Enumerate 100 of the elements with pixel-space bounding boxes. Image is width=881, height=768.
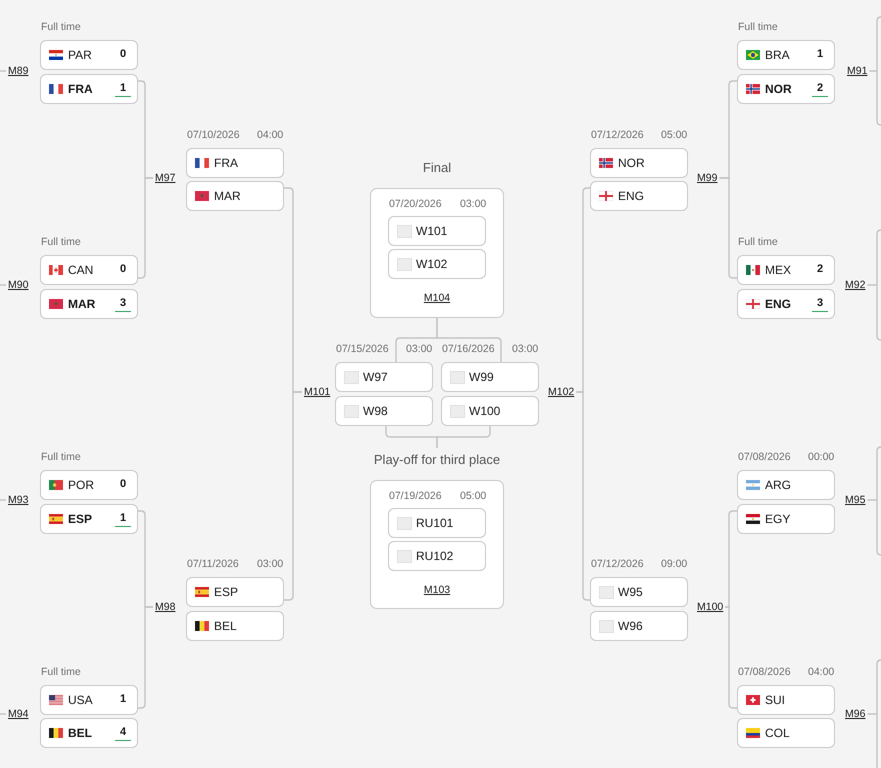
team-slot [186,181,284,211]
team-code: BEL [214,619,237,633]
team-slot [40,718,138,748]
team-slot [40,74,138,104]
team-code: POR [68,478,94,492]
match-link: M102 [546,385,576,399]
team-code: W101 [416,224,448,238]
team-code: W102 [416,257,448,271]
team-code: ESP [68,512,92,526]
team-slot [40,470,138,500]
team-slot [441,396,539,426]
match-link: M103 [422,583,452,597]
match-link: M91 [845,64,870,78]
team-slot [737,289,835,319]
team-slot [590,148,688,178]
match-link: M97 [153,171,178,185]
bracket-line [725,606,737,709]
match-link: M92 [843,278,868,292]
match-date: 07/08/2026 [738,451,791,464]
match-link: M89 [6,64,30,78]
team-code: MAR [68,297,96,311]
team-slot [737,74,835,104]
match-date: 07/08/2026 [738,666,791,679]
team-slot [186,577,284,607]
score: 1 [816,47,824,62]
team-code: ESP [214,585,238,599]
score: 0 [118,477,128,492]
match-date: 07/20/2026 [389,198,442,211]
team-code: FRA [214,156,238,170]
team-code: ENG [765,297,792,311]
team-code: W96 [618,619,643,633]
match-time: 00:00 [808,451,834,464]
bracket-line [866,446,881,556]
team-slot [441,362,539,392]
bracket-line [138,606,153,709]
bracket-line [436,318,502,362]
team-code: PAR [68,48,92,62]
bracket-line [866,659,881,768]
team-code: RU102 [416,549,454,563]
match-status: Full time [41,451,81,464]
match-link: M90 [6,278,30,292]
team-code: W99 [469,370,494,384]
team-slot [737,40,835,70]
team-code: W98 [363,404,388,418]
team-code: MEX [765,263,792,277]
team-slot [186,148,284,178]
bracket-line [868,16,881,126]
match-status: Full time [738,21,778,34]
match-link: M98 [153,600,178,614]
team-slot [388,508,486,538]
team-code: USA [68,693,93,707]
score: 1 [115,81,131,97]
team-code: RU101 [416,516,454,530]
team-slot [40,255,138,285]
team-slot [737,685,835,715]
score: 3 [812,296,828,312]
match-date: 07/15/2026 [336,343,389,356]
team-slot [40,289,138,319]
match-link: M93 [6,493,30,507]
match-time: 04:00 [808,666,834,679]
team-slot [388,541,486,571]
match-time: 03:00 [257,558,284,571]
match-time: 05:00 [661,129,688,142]
team-code: CAN [68,263,94,277]
team-slot [590,611,688,641]
match-link: M101 [302,385,332,399]
team-slot [335,362,433,392]
match-date: 07/10/2026 [187,129,240,142]
team-slot [388,216,486,246]
match-link: M94 [6,707,30,721]
score: 1 [118,692,128,707]
match-time: 04:00 [257,129,284,142]
score: 2 [816,262,824,277]
team-code: NOR [765,82,792,96]
team-slot [40,40,138,70]
team-code: COL [765,726,790,740]
match-date: 07/11/2026 [187,558,239,571]
bracket-line [0,499,6,501]
team-code: NOR [618,156,645,170]
match-link: M95 [843,493,868,507]
match-date: 07/19/2026 [389,490,442,503]
team-slot [737,255,835,285]
team-slot [40,504,138,534]
bracket-line [138,177,153,279]
team-slot [737,470,835,500]
match-status: Full time [41,21,81,34]
team-code: FRA [68,82,93,96]
match-time: 03:00 [512,343,538,356]
team-code: MAR [214,189,241,203]
match-link: M100 [695,600,726,614]
score: 0 [118,262,128,277]
round-heading: Play-off for third place [374,452,500,468]
team-slot [388,249,486,279]
team-code: W97 [363,370,388,384]
match-status: Full time [41,666,81,679]
team-slot [186,611,284,641]
team-code: BRA [765,48,790,62]
score: 1 [115,511,131,527]
team-code: W100 [469,404,500,418]
match-link: M96 [843,707,868,721]
